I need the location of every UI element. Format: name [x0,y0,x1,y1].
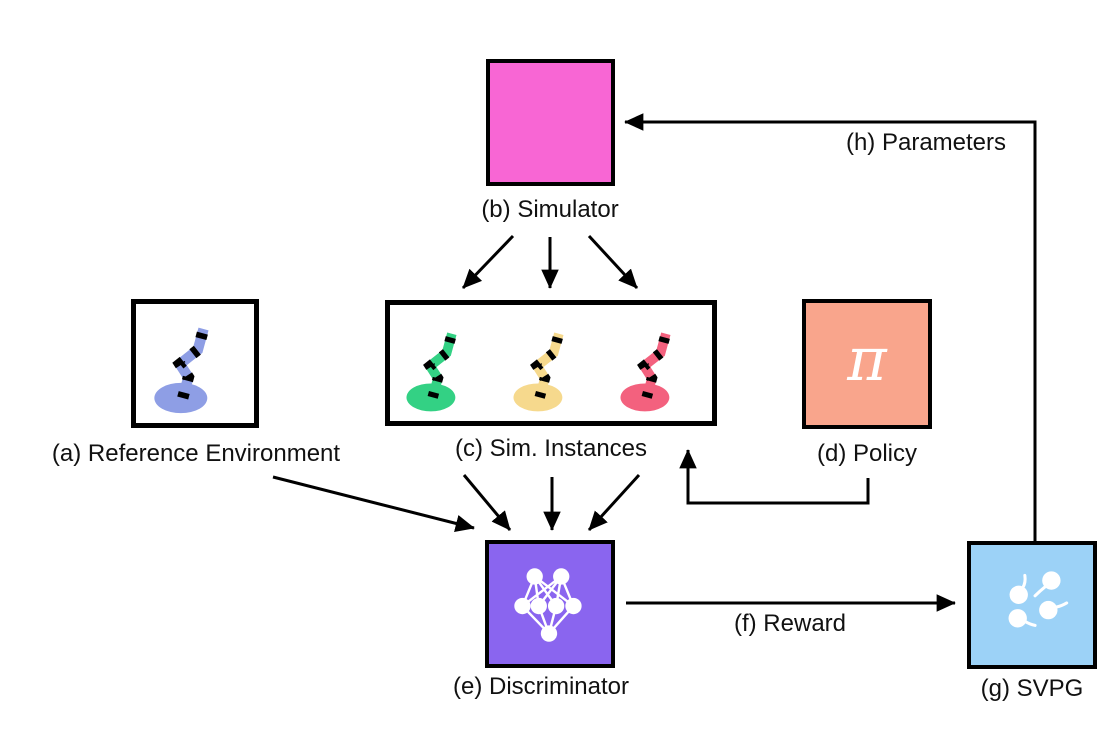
node-discriminator [485,540,615,668]
reference-environment-label: (a) Reference Environment [51,440,341,467]
hopper-icon-red [620,332,672,412]
node-reference-environment [131,299,259,428]
sim-instances-row [390,305,712,421]
neural-network-icon [514,568,582,642]
arrow-policy-to-instances-loop [679,449,870,505]
node-simulator [486,59,615,186]
arrow-instances-to-discriminator-right [587,473,641,532]
arrow-reference-to-discriminator [272,475,475,532]
parameters-edge-label: (h) Parameters [845,129,1007,156]
discriminator-label: (e) Discriminator [452,673,629,700]
policy-label: (d) Policy [816,440,918,467]
hopper-icon-yellow [513,332,564,412]
particles-icon [1008,571,1069,628]
svpg-label: (g) SVPG [980,675,1084,702]
arrow-simulator-to-instances-left [461,234,515,290]
arrow-svpg-to-simulator-parameters [624,113,1037,541]
arrow-simulator-to-instances-right [587,234,639,290]
node-policy: π [802,299,932,429]
pi-symbol: π [847,325,887,395]
hopper-icon-reference [154,327,209,413]
simulator-label: (b) Simulator [481,196,619,223]
sim-instances-label: (c) Sim. Instances [454,435,648,462]
node-sim-instances [385,300,717,426]
reward-edge-label: (f) Reward [733,610,847,637]
hopper-icon-green [406,332,457,412]
node-svpg [967,541,1097,669]
arrow-instances-to-discriminator-left [462,474,512,531]
